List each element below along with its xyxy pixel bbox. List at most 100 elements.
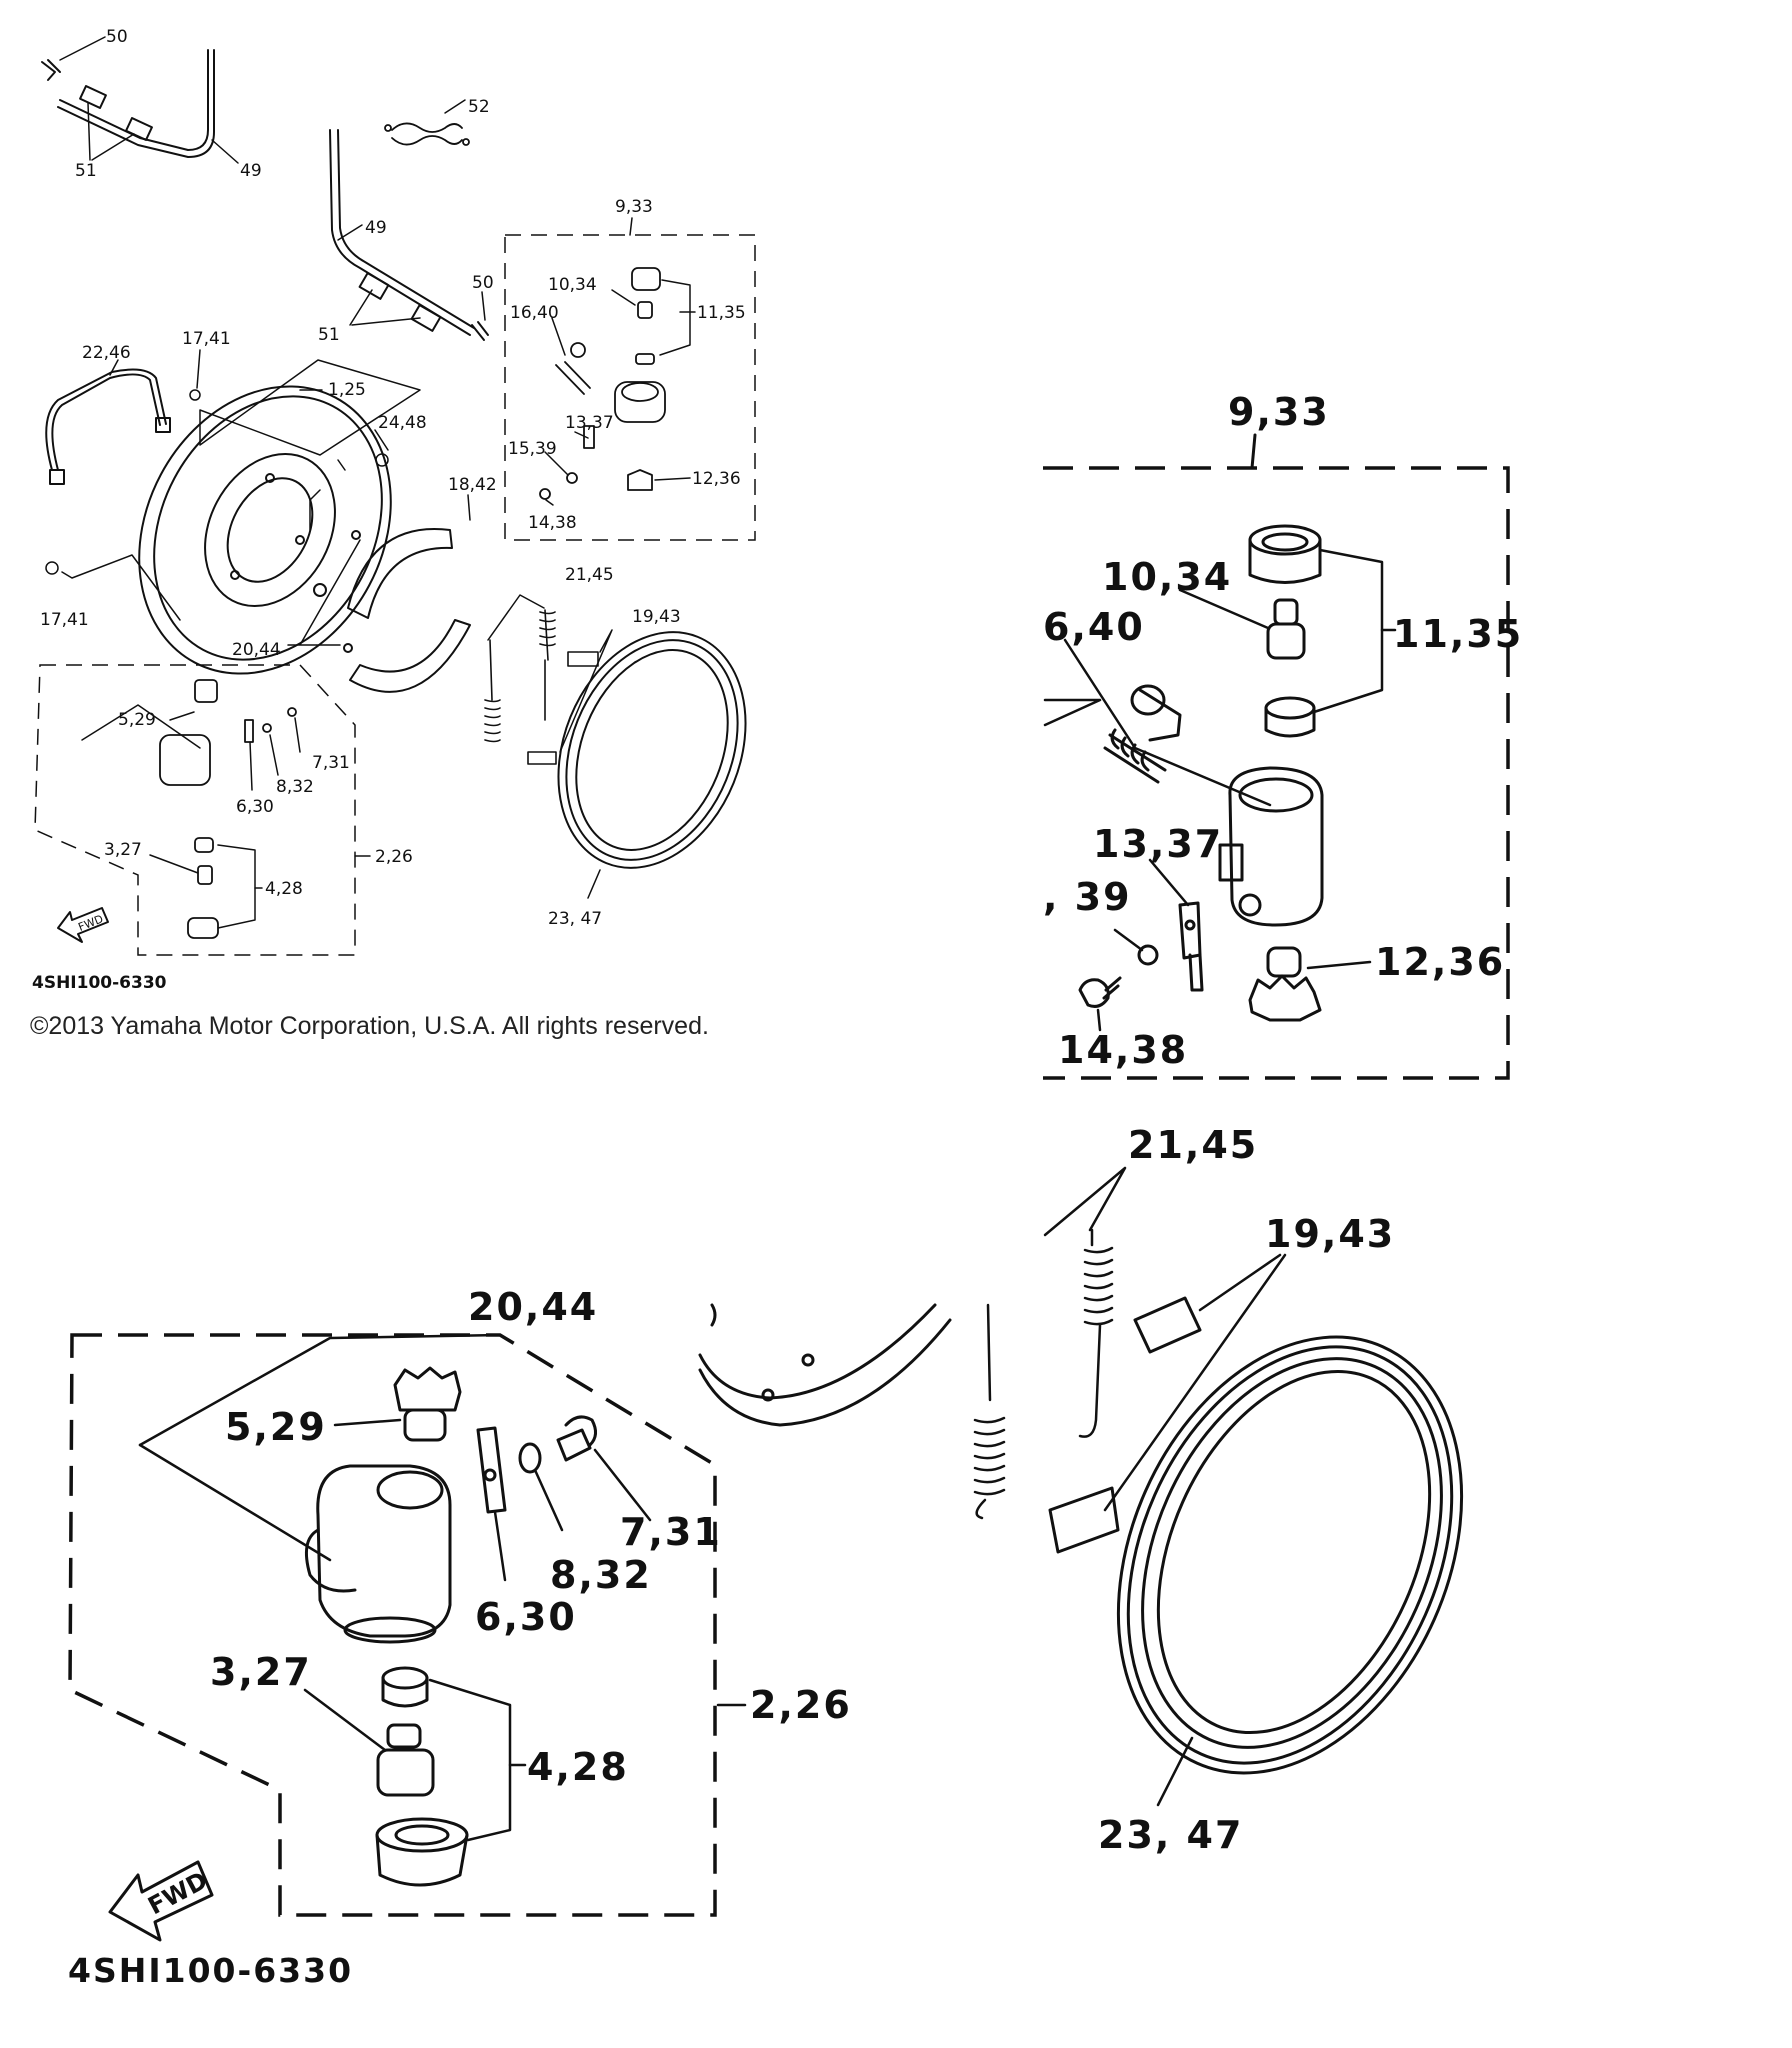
detail-callout-9-33: 9,33 xyxy=(1228,390,1330,434)
detail-callout-23-47: 23, 47 xyxy=(1098,1813,1243,1857)
leader-19-43 xyxy=(559,629,613,753)
callout-5-29: 5,29 xyxy=(118,710,156,730)
callout-13-37: 13,37 xyxy=(565,413,614,433)
callout-23-47: 23, 47 xyxy=(548,909,602,929)
detail-lower-leaders xyxy=(138,1333,747,1842)
bolt-17-41-b xyxy=(45,561,59,575)
detail-callout-13-37: 13,37 xyxy=(1093,822,1223,866)
callout-51-b: 51 xyxy=(318,325,340,345)
brake-shoe-small xyxy=(343,528,471,693)
brake-pipe-lower xyxy=(329,129,489,341)
lower-cylinder-small xyxy=(159,679,297,939)
detail-callout-11-35: 11,35 xyxy=(1393,612,1523,656)
detail-callout-6-30: 6,30 xyxy=(475,1595,577,1639)
copyright-notice: ©2013 Yamaha Motor Corporation, U.S.A. A… xyxy=(30,1012,709,1040)
callout-52: 52 xyxy=(468,97,490,117)
detail-callout-10-34: 10,34 xyxy=(1102,555,1232,599)
callout-20-44: 20,44 xyxy=(232,640,281,660)
callout-24-48: 24,48 xyxy=(378,413,427,433)
callout-1-25: 1,25 xyxy=(328,380,366,400)
detail-callout-15-39: , 39 xyxy=(1043,875,1132,919)
callout-9-33: 9,33 xyxy=(615,197,653,217)
callout-10-34: 10,34 xyxy=(548,275,597,295)
group-box-2-26 xyxy=(34,664,356,956)
callout-2-26: 2,26 xyxy=(375,847,413,867)
callout-14-38: 14,38 xyxy=(528,513,577,533)
overview-diagram: 50 51 49 52 49 51 50 9,33 xyxy=(32,27,756,993)
diagram-code-small: 4SHI100-6330 xyxy=(32,973,167,993)
detail-callout-2-26: 2,26 xyxy=(750,1683,852,1727)
detail-lower-cylinder: 20,44 xyxy=(68,1285,952,1990)
detail-wheel-cylinder: 9,33 xyxy=(1043,390,1523,1080)
detail-leader-23-47 xyxy=(1156,1736,1194,1807)
detail-callout-21-45: 21,45 xyxy=(1128,1123,1258,1167)
callout-lines-plate xyxy=(199,359,421,531)
callout-49: 49 xyxy=(240,161,262,181)
callout-18-42: 18,42 xyxy=(448,475,497,495)
detail-spring-short xyxy=(973,1303,1006,1520)
bolt-24-48 xyxy=(375,453,389,467)
detail-drum-seal xyxy=(1116,1335,1464,1775)
group-box-9-33 xyxy=(504,234,756,541)
callout-11-35: 11,35 xyxy=(697,303,746,323)
callout-51: 51 xyxy=(75,161,97,181)
callout-3-27: 3,27 xyxy=(104,840,142,860)
callout-lines-box226 xyxy=(81,704,371,929)
bolt-17-41-a xyxy=(189,389,201,401)
callout-49-b: 49 xyxy=(365,218,387,238)
clip-52 xyxy=(384,122,470,146)
brake-pipe-upper xyxy=(41,49,215,158)
detail-callout-8-32: 8,32 xyxy=(550,1553,652,1597)
detail-shoe-fragment xyxy=(698,1303,952,1427)
callout-12-36: 12,36 xyxy=(692,469,741,489)
callout-lines-pipe2 xyxy=(337,224,486,326)
detail-leader-21-45 xyxy=(1043,1166,1127,1237)
leader-17-41-a xyxy=(196,349,201,389)
brake-hose xyxy=(45,368,171,485)
fwd-arrow-small: FWD xyxy=(57,907,109,943)
detail-partial-20-44: 20,44 xyxy=(468,1285,598,1329)
callout-50: 50 xyxy=(106,27,128,47)
leader-17-41-b xyxy=(61,554,181,621)
detail-group-box-9-33 xyxy=(1043,466,1510,1080)
callout-7-31: 7,31 xyxy=(312,753,350,773)
callout-lines-box933 xyxy=(544,279,696,506)
diagram-code-large: 4SHI100-6330 xyxy=(68,1951,353,1990)
detail-callout-5-29: 5,29 xyxy=(225,1405,327,1449)
detail-callout-19-43: 19,43 xyxy=(1265,1212,1395,1256)
leader-22-46 xyxy=(109,359,119,376)
leader-20-44 xyxy=(287,539,361,646)
callout-15-39: 15,39 xyxy=(508,439,557,459)
fwd-arrow-large: FWD xyxy=(108,1860,214,1942)
detail-spring-drum: 21,45 19,43 23, 47 xyxy=(973,1123,1464,1857)
detail-clips-19-43 xyxy=(1048,1296,1202,1554)
callout-lines-top xyxy=(59,36,466,164)
callout-50-b: 50 xyxy=(472,273,494,293)
leader-23-47 xyxy=(587,869,601,899)
callout-17-41: 17,41 xyxy=(182,329,231,349)
wheel-cylinder-small xyxy=(539,267,666,500)
leader-21-45 xyxy=(487,594,545,641)
detail-callout-16-40: 6,40 xyxy=(1043,605,1145,649)
callout-4-28: 4,28 xyxy=(265,879,303,899)
backing-plate xyxy=(138,385,392,675)
detail-lower-parts xyxy=(304,1366,597,1887)
detail-callout-3-27: 3,27 xyxy=(210,1650,312,1694)
callout-22-46: 22,46 xyxy=(82,343,131,363)
drum-seal-small xyxy=(557,631,747,869)
springs-small xyxy=(484,609,556,743)
detail-cylinder-parts xyxy=(1078,524,1324,1022)
detail-group-box-2-26 xyxy=(68,1333,717,1917)
callout-17-41-b: 17,41 xyxy=(40,610,89,630)
callout-19-43: 19,43 xyxy=(632,607,681,627)
callout-8-32: 8,32 xyxy=(276,777,314,797)
detail-leader-9-33 xyxy=(1250,433,1257,470)
detail-spring-long xyxy=(1078,1228,1114,1438)
callout-21-45: 21,45 xyxy=(565,565,614,585)
clip-19-43-b xyxy=(527,751,557,765)
detail-cylinder-leaders xyxy=(1043,548,1397,1032)
detail-callout-4-28: 4,28 xyxy=(527,1745,629,1789)
callout-6-30: 6,30 xyxy=(236,797,274,817)
detail-leader-19-43 xyxy=(1103,1253,1287,1512)
